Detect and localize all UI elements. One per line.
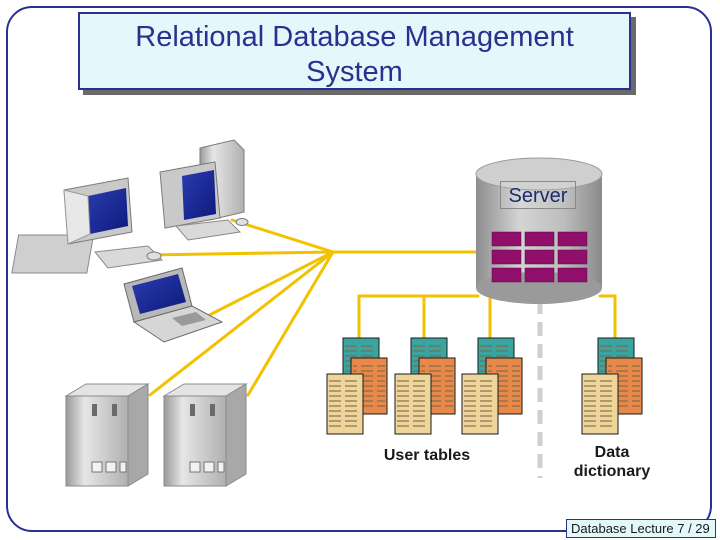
title-line-1: Relational Database Management (135, 21, 574, 53)
table-stack-icon (326, 337, 388, 435)
tower-server-icon (64, 383, 150, 487)
desktop-computer-icon (159, 139, 249, 241)
table-stack-icon (461, 337, 523, 435)
table-stack-icon (394, 337, 456, 435)
title-box: Relational Database Management System (78, 12, 631, 90)
user-tables-label: User tables (383, 447, 471, 464)
data-dictionary-line-2: dictionary (573, 463, 651, 480)
slide-frame (6, 6, 712, 532)
data-dictionary-label: Data dictionary (556, 443, 668, 481)
data-dictionary-line-1: Data (594, 444, 630, 461)
slide-footer: Database Lecture 7 / 29 (566, 519, 716, 538)
server-label: Server (500, 181, 576, 209)
desktop-computer-icon (11, 177, 164, 274)
title-line-2: System (306, 56, 403, 88)
database-cylinder-icon (475, 157, 603, 304)
table-stack-icon (581, 337, 643, 435)
tower-server-icon (162, 383, 248, 487)
laptop-icon (123, 267, 224, 343)
page-title: Relational Database Management System (80, 20, 629, 90)
